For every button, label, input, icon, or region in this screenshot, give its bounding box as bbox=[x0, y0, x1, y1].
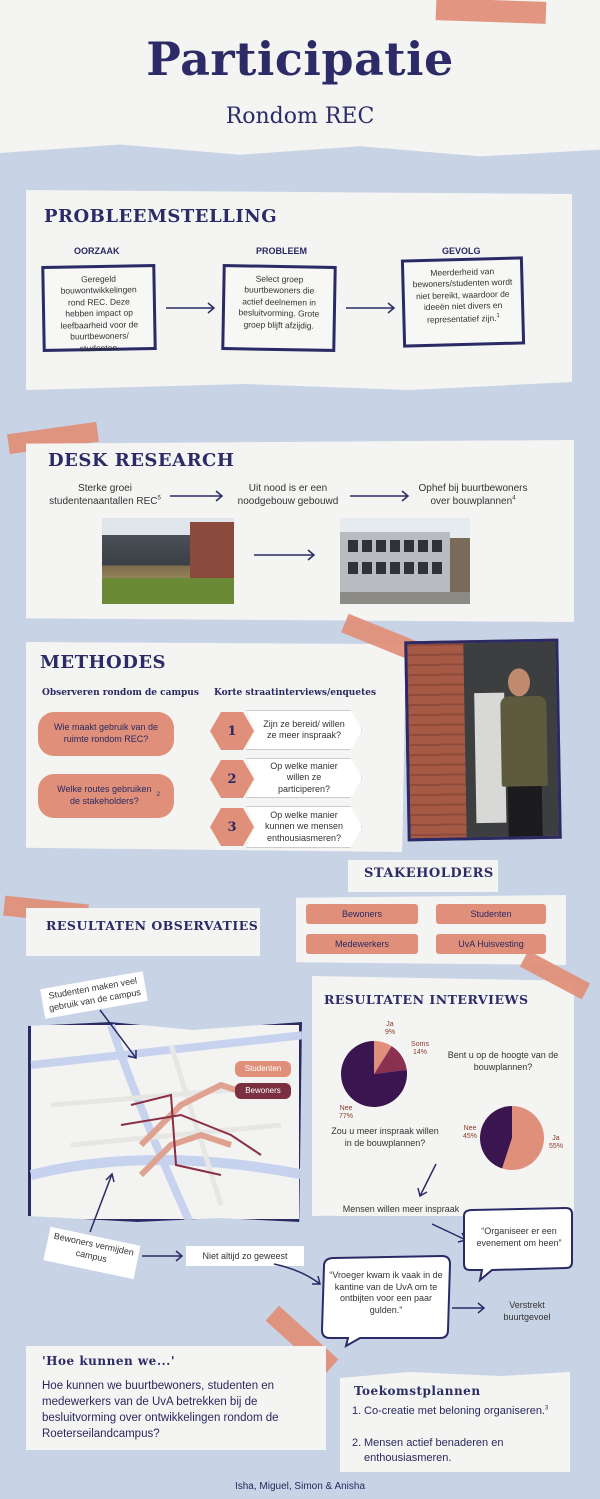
arrow-icon bbox=[142, 1250, 184, 1262]
probleem-text: Select groep buurtbewoners die actief de… bbox=[238, 273, 320, 331]
stakeholders-title-paper bbox=[348, 860, 498, 892]
method-item-1: Zijn ze bereid/ willen ze meer inspraak? bbox=[246, 710, 362, 750]
arrow-icon bbox=[254, 549, 316, 561]
page-subtitle: Rondom REC bbox=[225, 104, 375, 129]
arrow-icon bbox=[350, 490, 410, 502]
stakeholder-bewoners: Bewoners bbox=[306, 904, 418, 924]
legend-bewoners: Bewoners bbox=[235, 1083, 291, 1099]
int-title: Korte straatinterviews/enquetes bbox=[214, 688, 377, 698]
stakeholder-medewerkers: Medewerkers bbox=[306, 934, 418, 954]
pie-slice-nee bbox=[341, 1041, 407, 1107]
interview-q1: Bent u op de hoogte van de bouwplannen? bbox=[447, 1050, 559, 1072]
arrow-icon bbox=[170, 490, 224, 502]
speech-bubble-2 bbox=[320, 1254, 452, 1349]
oorzaak-box: Geregeld bouwontwikkelingen rond REC. De… bbox=[41, 264, 157, 354]
hoe-paper bbox=[26, 1346, 326, 1450]
interview-photo bbox=[404, 638, 562, 842]
toekomst-ref: 3 bbox=[545, 1405, 549, 1412]
toekomst-num-2: 2. bbox=[352, 1437, 362, 1449]
arrow-icon bbox=[452, 1302, 486, 1314]
arrow-icon bbox=[89, 1172, 115, 1233]
campus-map: Studenten Bewoners bbox=[28, 1022, 302, 1222]
desk-heading: DESK RESEARCH bbox=[48, 450, 235, 471]
methodes-heading: METHODES bbox=[40, 652, 167, 673]
hoe-text: Hoe kunnen we buurtbewoners, studenten e… bbox=[42, 1380, 279, 1441]
arrow-icon bbox=[273, 1263, 321, 1285]
hoe-heading: 'Hoe kunnen we...' bbox=[42, 1354, 176, 1368]
obs-note-history: Niet altijd zo geweest bbox=[186, 1246, 304, 1266]
probleem-box: Select groep buurtbewoners die actief de… bbox=[221, 264, 337, 352]
observaties-heading: RESULTATEN OBSERVATIES bbox=[46, 918, 259, 933]
quote-2: “Vroeger kwam ik vaak in de kantine van … bbox=[329, 1270, 443, 1316]
desk-step3-ref: 4 bbox=[512, 495, 516, 502]
oorzaak-label: OORZAAK bbox=[74, 246, 120, 256]
gevolg-label: GEVOLG bbox=[442, 246, 481, 256]
tape-top-right bbox=[435, 0, 547, 24]
interview-result: Verstrekt buurtgevoel bbox=[503, 1300, 551, 1322]
probleem-label: PROBLEEM bbox=[256, 246, 308, 256]
interview-q2: Zou u meer inspraak willen in de bouwpla… bbox=[331, 1126, 439, 1148]
interview-finding: Mensen willen meer inspraak bbox=[334, 1204, 468, 1216]
toekomst-paper bbox=[340, 1372, 570, 1472]
stakeholder-uva-huisvesting: UvA Huisvesting bbox=[436, 934, 546, 954]
obs-note-residents: Bewoners vermijden campus bbox=[43, 1226, 141, 1280]
obs-question-2: Welke routes gebruiken de stakeholders?2 bbox=[38, 774, 174, 818]
desk-step1: Sterke groei studentenaantallen REC5 bbox=[49, 483, 161, 507]
arrow-icon bbox=[417, 1163, 437, 1198]
toekomst-item-1: 1. Co-creatie met beloning organiseren.3 bbox=[352, 1404, 552, 1419]
interviews-heading: RESULTATEN INTERVIEWS bbox=[324, 992, 529, 1007]
obs-question-1: Wie maakt gebruik van de ruimte rondom R… bbox=[38, 712, 174, 756]
stakeholders-heading: STAKEHOLDERS bbox=[364, 866, 494, 881]
probleem-heading: PROBLEEMSTELLING bbox=[44, 206, 278, 227]
arrow-icon bbox=[99, 1009, 137, 1059]
pie-slice-ja bbox=[502, 1106, 544, 1170]
obs-q2-ref: 2 bbox=[156, 792, 160, 799]
gevolg-ref: 1 bbox=[496, 312, 500, 320]
desk-step2: Uit nood is er een noodgebouw gebouwd bbox=[237, 483, 339, 507]
observaties-title-paper bbox=[26, 908, 260, 956]
campus-photo bbox=[102, 518, 234, 604]
stakeholder-studenten: Studenten bbox=[436, 904, 546, 924]
method-item-3: Op welke manier kunnen we mensen enthous… bbox=[246, 806, 362, 848]
method-item-2: Op welke manier willen ze participeren? bbox=[246, 758, 362, 798]
footer-authors: Isha, Miguel, Simon & Anisha bbox=[234, 1481, 366, 1492]
desk-step1-ref: 5 bbox=[157, 495, 161, 502]
quote-1: “Organiseer er een evenement om heen” bbox=[476, 1226, 562, 1248]
speech-bubble-1 bbox=[463, 1206, 573, 1283]
pie-slice-ja bbox=[374, 1041, 392, 1074]
page-title: Participatie bbox=[146, 32, 454, 86]
arrow-icon bbox=[166, 302, 216, 314]
gevolg-box: Meerderheid van bewoners/studenten wordt… bbox=[400, 256, 526, 348]
legend-studenten: Studenten bbox=[235, 1061, 291, 1077]
toekomst-num-1: 1. bbox=[352, 1405, 362, 1417]
oorzaak-text: Geregeld bouwontwikkelingen rond REC. De… bbox=[60, 273, 139, 354]
arrow-icon bbox=[346, 302, 396, 314]
pie-slice-soms bbox=[374, 1046, 407, 1074]
toekomst-item-2: 2. Mensen actief benaderen en enthousias… bbox=[352, 1436, 552, 1467]
header-paper bbox=[0, 0, 600, 157]
noodgebouw-photo bbox=[340, 518, 470, 604]
toekomst-heading: Toekomstplannen bbox=[354, 1384, 481, 1398]
desk-step3: Ophef bij buurtbewoners over bouwplannen… bbox=[418, 483, 528, 507]
obs-title: Observeren rondom de campus bbox=[42, 688, 199, 698]
pie-slice-nee bbox=[480, 1106, 512, 1169]
